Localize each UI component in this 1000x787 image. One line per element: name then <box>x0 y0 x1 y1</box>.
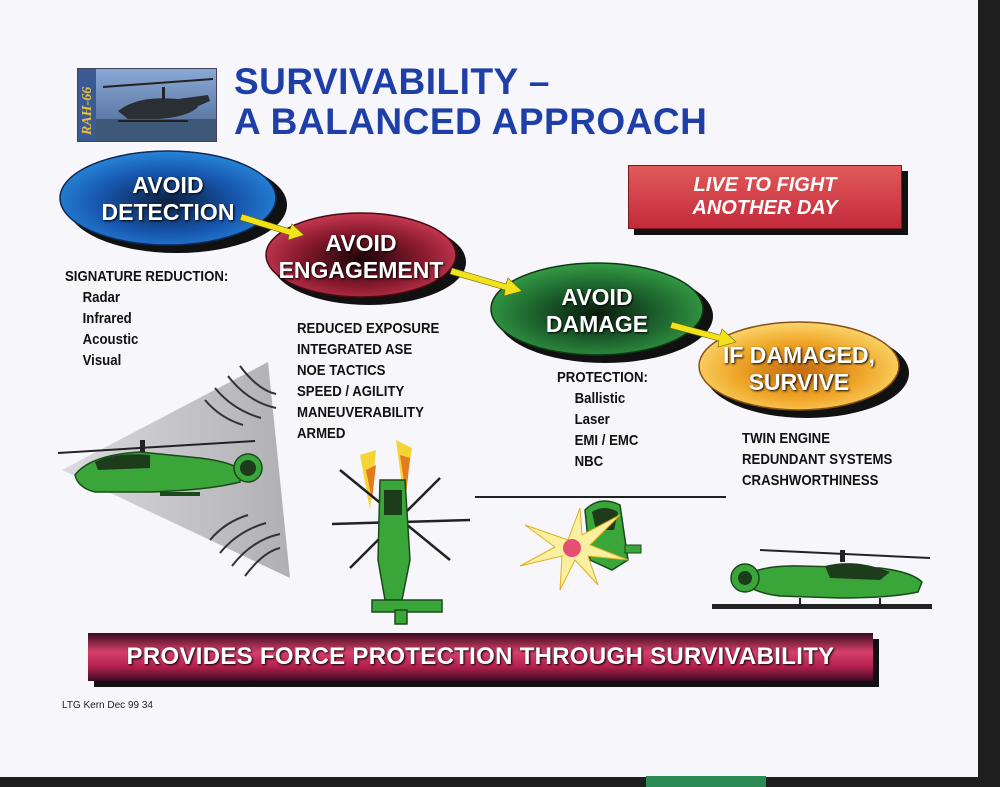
arrow-detection-to-engagement <box>239 213 305 241</box>
slide-page: RAH-66 SURVIVABILITY – A BALANCED APPROA… <box>0 0 978 777</box>
acoustic-wave-icon <box>204 365 281 577</box>
list-item: Acoustic <box>82 331 139 348</box>
oval-damage-label: AVOID DAMAGE <box>491 284 703 344</box>
detection-label-line-1: AVOID <box>132 172 204 198</box>
signature-heading: SIGNATURE REDUCTION: <box>65 268 229 285</box>
list-item: INTEGRATED ASE <box>297 341 413 358</box>
list-item: EMI / EMC <box>574 432 639 449</box>
list-item: Radar <box>82 289 121 306</box>
list-item: CRASHWORTHINESS <box>742 472 879 489</box>
oval-if-damaged-survive <box>698 321 900 411</box>
list-item: NBC <box>574 453 604 470</box>
force-protection-banner: PROVIDES FORCE PROTECTION THROUGH SURVIV… <box>88 633 873 681</box>
live-to-fight-banner: LIVE TO FIGHT ANOTHER DAY <box>628 165 902 229</box>
engagement-label-line-1: AVOID <box>325 230 397 256</box>
thumbnail-logo-text: RAH-66 <box>80 87 95 136</box>
list-item: Infrared <box>82 310 132 327</box>
oval-avoid-detection <box>59 150 277 246</box>
diagram-graphics <box>57 150 932 625</box>
slide-footer: LTG Kern Dec 99 34 <box>62 700 153 711</box>
list-item: Ballistic <box>574 390 626 407</box>
list-item: ARMED <box>297 425 346 442</box>
oval-avoid-damage <box>490 262 704 356</box>
live-banner-line-2: ANOTHER DAY <box>692 197 838 219</box>
list-item: REDUCED EXPOSURE <box>297 320 440 337</box>
protection-heading: PROTECTION: <box>557 369 648 386</box>
list-item: Visual <box>82 352 122 369</box>
helicopter-side-view-icon <box>57 440 263 496</box>
arrow-damage-to-survive <box>669 321 737 348</box>
oval-survive-label: IF DAMAGED, SURVIVE <box>699 342 899 402</box>
engagement-label-line-2: ENGAGEMENT <box>278 257 444 283</box>
bottom-banner-text: PROVIDES FORCE PROTECTION THROUGH SURVIV… <box>126 643 835 670</box>
damage-label-line-2: DAMAGE <box>545 311 649 337</box>
helicopter-hit-burst-icon <box>475 496 726 591</box>
title-line-1: SURVIVABILITY – <box>234 61 550 102</box>
rah66-photo: RAH-66 <box>77 68 217 142</box>
damage-label-line-1: AVOID <box>561 284 633 310</box>
signature-reduction-list: SIGNATURE REDUCTION: Radar Infrared Acou… <box>65 266 228 371</box>
oval-avoid-engagement <box>265 212 457 298</box>
detection-label-line-2: DETECTION <box>101 199 235 225</box>
list-item: Laser <box>574 411 610 428</box>
live-banner-line-1: LIVE TO FIGHT <box>693 174 837 196</box>
arrow-engagement-to-damage <box>449 267 523 297</box>
engagement-avoidance-list: REDUCED EXPOSURE INTEGRATED ASE NOE TACT… <box>297 318 439 444</box>
protection-list: PROTECTION: Ballistic Laser EMI / EMC NB… <box>557 367 648 472</box>
list-item: REDUNDANT SYSTEMS <box>742 451 893 468</box>
oval-engagement-label: AVOID ENGAGEMENT <box>266 230 456 290</box>
bottom-edge-strip <box>646 776 766 787</box>
slide-title: SURVIVABILITY – A BALANCED APPROACH <box>234 62 707 142</box>
list-item: NOE TACTICS <box>297 362 386 379</box>
survive-label-line-1: IF DAMAGED, <box>722 342 876 368</box>
list-item: TWIN ENGINE <box>742 430 830 447</box>
survive-features-list: TWIN ENGINE REDUNDANT SYSTEMS CRASHWORTH… <box>742 428 892 491</box>
survive-label-line-2: SURVIVE <box>748 369 850 395</box>
list-item: MANEUVERABILITY <box>297 404 424 421</box>
list-item: SPEED / AGILITY <box>297 383 405 400</box>
helicopter-top-view-icon <box>331 440 471 625</box>
oval-detection-label: AVOID DETECTION <box>60 172 276 232</box>
helicopter-landed-icon <box>712 549 932 609</box>
title-line-2: A BALANCED APPROACH <box>234 101 708 142</box>
